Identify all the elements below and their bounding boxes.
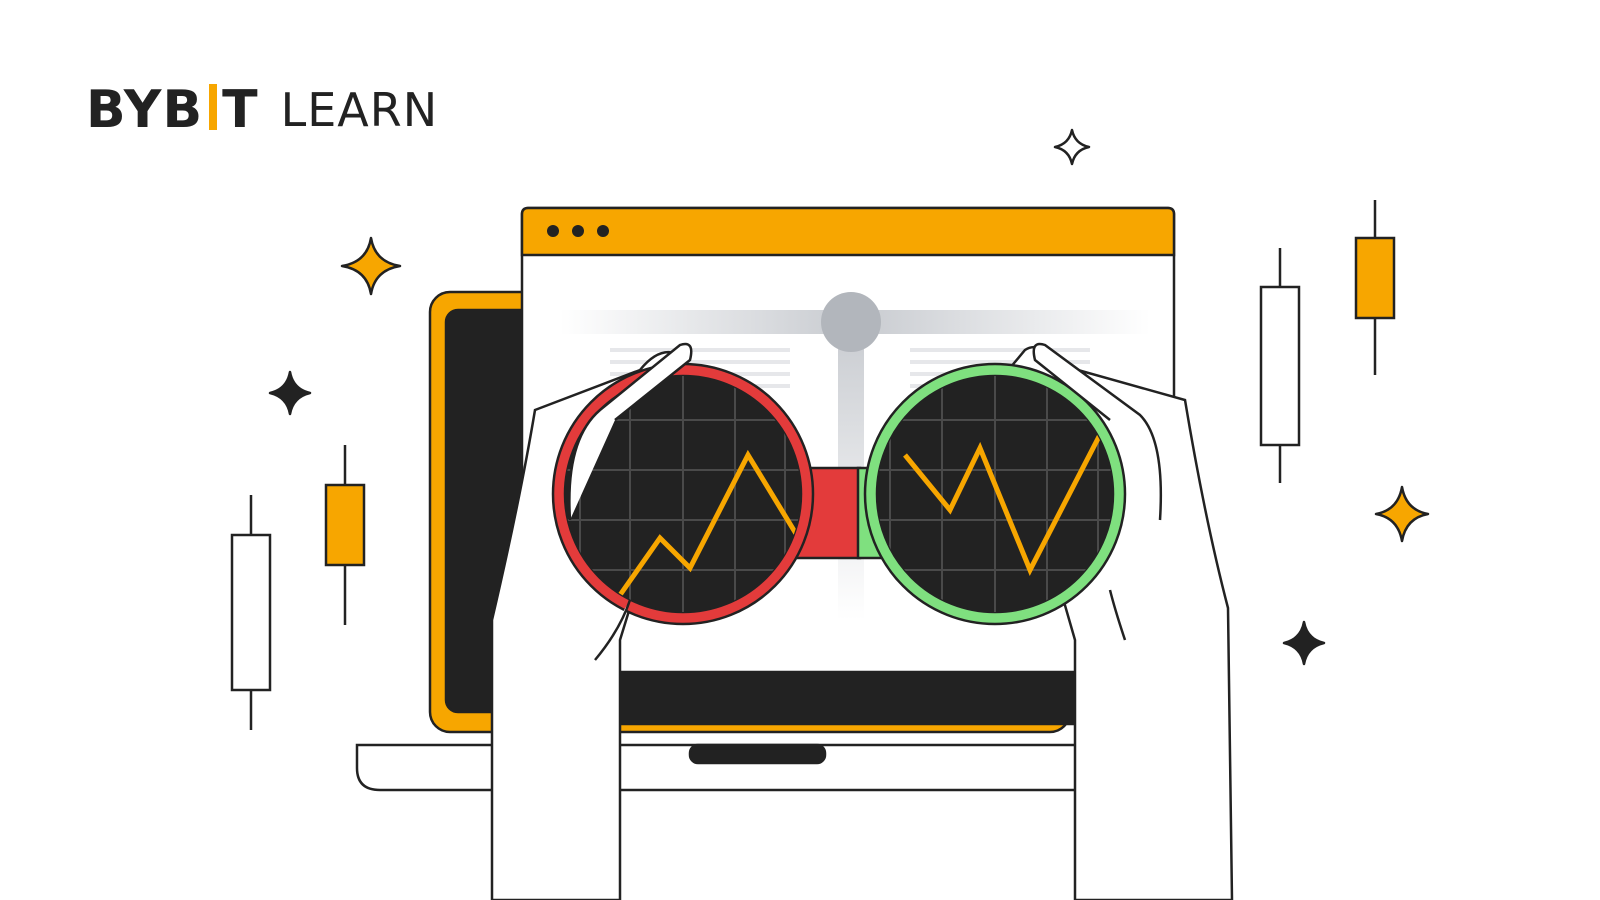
candlestick-icon: [230, 200, 1396, 730]
bybit-learn-logo: BYB T LEARN: [86, 80, 439, 140]
sparkle-icon: [268, 128, 1430, 666]
slider-knob: [821, 292, 881, 352]
brand-accent-bar: [209, 84, 218, 130]
brand-text-2: T: [222, 80, 259, 140]
brand-text-1: BYB: [86, 80, 204, 140]
binocular-lens-left: [551, 362, 815, 626]
binocular-lens-right: [863, 362, 1127, 626]
hands: [568, 342, 1163, 661]
learn-subtitle: LEARN: [280, 83, 439, 137]
brand-wordmark: BYB T: [86, 80, 259, 140]
